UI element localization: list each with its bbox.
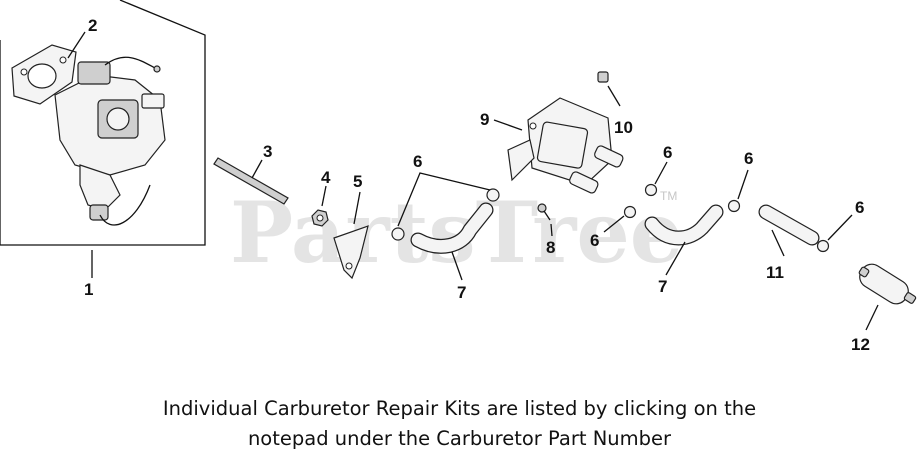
solenoid-wire bbox=[99, 184, 151, 226]
part-6-clamp-mid[interactable] bbox=[623, 205, 637, 219]
caption-line-2: notepad under the Carburetor Part Number bbox=[247, 427, 672, 450]
part-1-carburetor-assembly[interactable] bbox=[0, 0, 206, 246]
part-2-gasket[interactable] bbox=[11, 44, 77, 105]
part-9-fuel-pump[interactable] bbox=[507, 97, 624, 194]
part-6-clamp-left-2[interactable] bbox=[486, 188, 500, 202]
callout-1[interactable]: 1 bbox=[84, 280, 93, 299]
part-3-stud[interactable] bbox=[213, 157, 289, 205]
part-4-nut[interactable] bbox=[311, 209, 329, 227]
callout-9[interactable]: 9 bbox=[480, 110, 489, 129]
callout-6-a[interactable]: 6 bbox=[413, 152, 422, 171]
callout-3[interactable]: 3 bbox=[263, 142, 272, 161]
callout-7-a[interactable]: 7 bbox=[457, 283, 466, 302]
callout-8[interactable]: 8 bbox=[546, 238, 555, 257]
callout-4[interactable]: 4 bbox=[321, 168, 331, 187]
part-5-bracket[interactable] bbox=[333, 225, 369, 280]
part-6-clamp-left[interactable] bbox=[391, 227, 405, 241]
part-7-hose-left[interactable] bbox=[410, 202, 494, 254]
callout-6-e[interactable]: 6 bbox=[855, 198, 864, 217]
part-6-clamp-mid-2[interactable] bbox=[644, 183, 658, 197]
repair-kit-caption: Individual Carburetor Repair Kits are li… bbox=[0, 394, 919, 454]
watermark-trademark: TM bbox=[660, 189, 677, 203]
callout-6-b[interactable]: 6 bbox=[590, 231, 599, 250]
part-10-clip[interactable] bbox=[597, 71, 609, 83]
callout-5[interactable]: 5 bbox=[353, 172, 362, 191]
watermark-text: PartsTree bbox=[230, 183, 683, 282]
part-7-hose-right[interactable] bbox=[644, 204, 724, 246]
part-8-screw[interactable] bbox=[537, 203, 551, 221]
callout-6-c[interactable]: 6 bbox=[663, 143, 672, 162]
callout-7-b[interactable]: 7 bbox=[658, 277, 667, 296]
callout-11[interactable]: 11 bbox=[766, 263, 784, 282]
callout-12[interactable]: 12 bbox=[851, 335, 870, 354]
part-6-clamp-right[interactable] bbox=[727, 199, 741, 213]
caption-line-1: Individual Carburetor Repair Kits are li… bbox=[162, 397, 757, 420]
fuel-solenoid bbox=[77, 61, 111, 85]
part-6-clamp-far-right[interactable] bbox=[816, 239, 830, 253]
part-11-fuel-line[interactable] bbox=[758, 204, 820, 246]
callout-10[interactable]: 10 bbox=[614, 118, 633, 137]
callout-2[interactable]: 2 bbox=[88, 16, 97, 35]
assembly-bracket bbox=[0, 0, 206, 246]
callout-6-d[interactable]: 6 bbox=[744, 149, 753, 168]
part-12-fuel-filter[interactable] bbox=[856, 260, 917, 308]
